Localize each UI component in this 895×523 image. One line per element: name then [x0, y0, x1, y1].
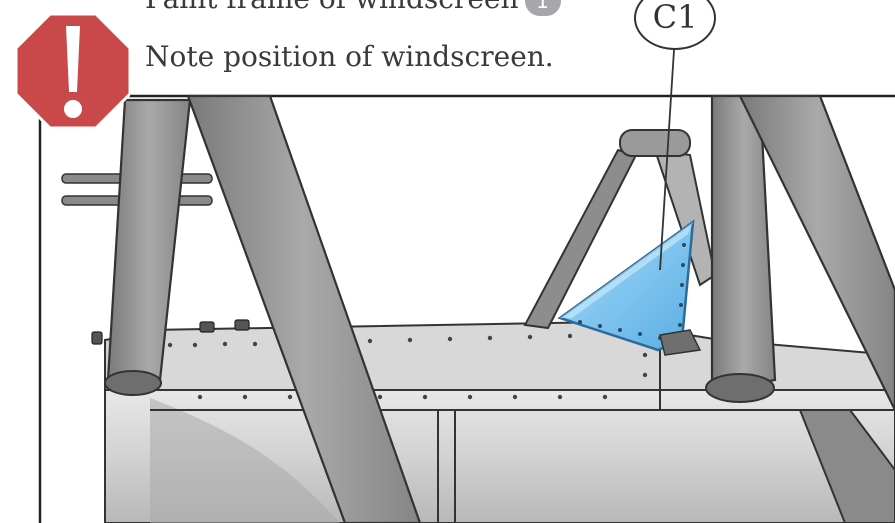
exclamation-octagon-icon: [16, 14, 130, 128]
instruction-text: Paint frame of windscreen: [145, 0, 519, 15]
instruction-line-note-position: Note position of windscreen.: [145, 40, 554, 73]
step-badge: 1: [525, 0, 561, 16]
instruction-line-paint-frame: Paint frame of windscreen 1: [145, 0, 561, 16]
